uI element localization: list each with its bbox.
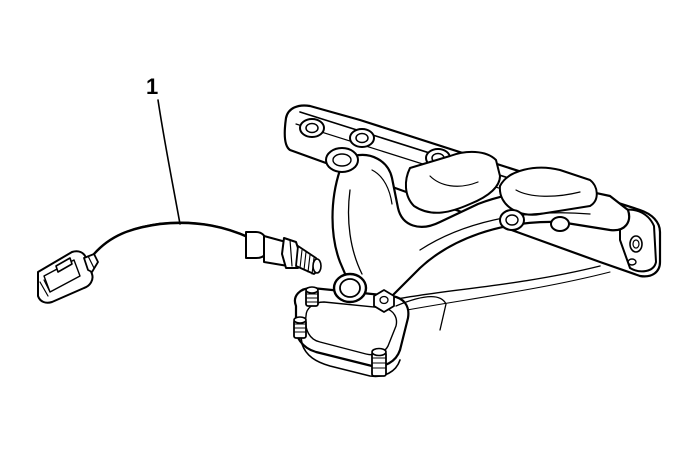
callout-leader-line	[157, 99, 181, 225]
exhaust-manifold	[283, 104, 662, 378]
callout-1: 1	[146, 74, 181, 225]
callout-label: 1	[146, 74, 158, 99]
collector-flange	[293, 286, 410, 378]
collector-stud	[305, 286, 319, 307]
oxygen-sensor-wire	[92, 221, 252, 256]
collector-stud	[293, 316, 307, 339]
oxygen-sensor-body	[245, 231, 322, 275]
manifold-bracket	[395, 296, 447, 331]
oxygen-sensor	[37, 221, 322, 304]
collector-stud	[371, 347, 387, 377]
oxygen-sensor-boss	[332, 272, 368, 304]
oxygen-sensor-connector	[37, 250, 99, 304]
